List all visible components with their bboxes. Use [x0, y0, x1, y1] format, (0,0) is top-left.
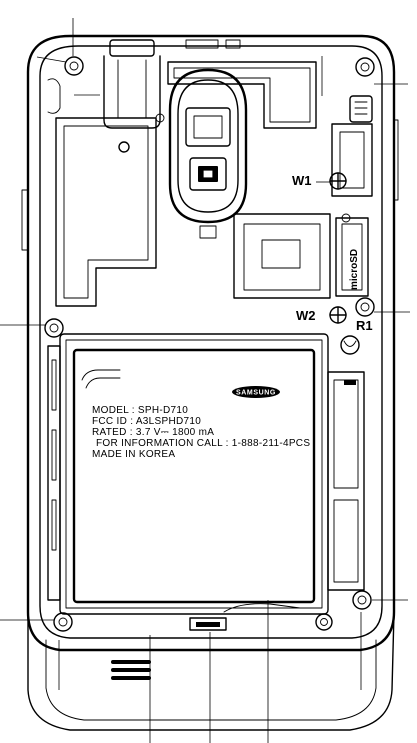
battery-rated-line: RATED : 3.7 V⎓ 1800 mA: [92, 427, 214, 438]
screw-top-left: [64, 56, 84, 76]
callout-w2: W2: [296, 306, 347, 324]
label-w2: W2: [296, 308, 316, 323]
screw-mid-left: [44, 318, 64, 338]
battery-compartment: [47, 333, 365, 631]
screw-mid-right: [355, 297, 375, 317]
samsung-logo: SAMSUNG: [232, 386, 280, 398]
antenna-bracket: [167, 61, 373, 197]
screw-top-right: [355, 57, 375, 77]
sim-tray: microSD: [233, 213, 369, 299]
label-r1: R1: [356, 318, 373, 333]
speaker-grille: [111, 660, 151, 680]
battery-fcc-line: FCC ID : A3LSPHD710: [92, 416, 201, 427]
screw-bottom-left: [53, 612, 73, 632]
battery-label: SAMSUNG MODEL : SPH-D710 FCC ID : A3LSPH…: [92, 386, 310, 460]
callout-r1: R1: [340, 318, 373, 355]
screw-bottom-right: [352, 590, 372, 610]
microsd-slot-label: microSD: [349, 249, 360, 290]
screw-bottom-center: [315, 613, 333, 631]
callout-w1: W1: [292, 172, 347, 190]
top-connector: [47, 39, 241, 129]
left-shield-plate: [55, 117, 157, 307]
battery-brand: SAMSUNG: [236, 390, 276, 397]
leader-lines: [0, 18, 410, 743]
camera-module: [155, 68, 248, 239]
label-w1: W1: [292, 173, 312, 188]
battery-info-line: FOR INFORMATION CALL : 1-888-211-4PCS: [96, 438, 310, 449]
battery-model-line: MODEL : SPH-D710: [92, 405, 188, 416]
battery-origin-line: MADE IN KOREA: [92, 449, 175, 460]
